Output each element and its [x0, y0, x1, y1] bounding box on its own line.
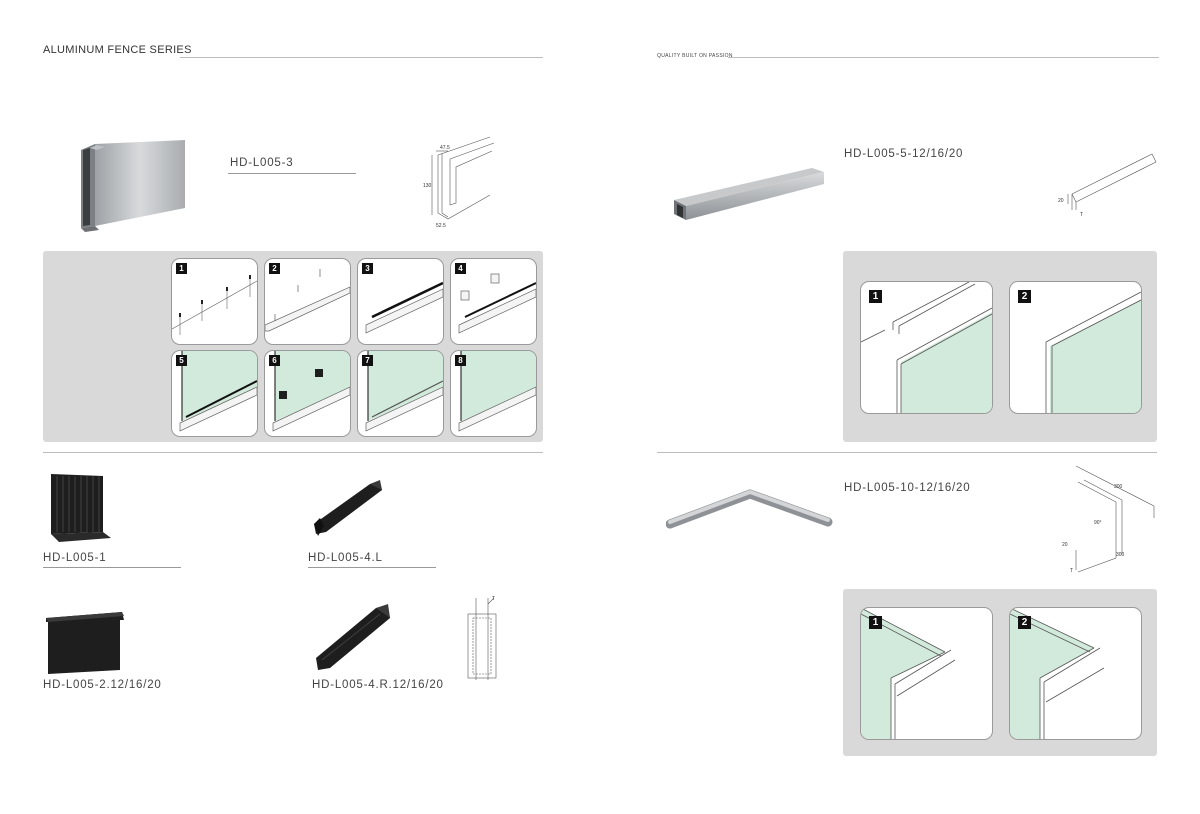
product-b-dim-h: 20: [1062, 542, 1068, 548]
cap-rail-image: [674, 168, 824, 220]
step-card-6: 6: [264, 350, 351, 437]
right-section-divider: [657, 452, 1157, 453]
step-number: 4: [455, 263, 466, 274]
step-card-5: 5: [171, 350, 258, 437]
part-image-hd-l005-1: [51, 474, 111, 542]
corner-rail-image: [666, 489, 833, 529]
product-b-dim-t: T: [1070, 568, 1073, 574]
product-a-step-card-1: 1: [860, 281, 993, 414]
part-underline: [43, 567, 181, 568]
cap-rail-drawing: 20 T: [1058, 153, 1157, 218]
channel-technical-drawing: 47.5 130 52.5: [423, 136, 495, 229]
main-model-label: HD-L005-3: [230, 157, 294, 169]
step-number: 8: [455, 355, 466, 366]
step-card-1: 1: [171, 258, 258, 345]
step-number: 2: [1018, 290, 1031, 303]
step-number: 3: [362, 263, 373, 274]
main-model-underline: [228, 173, 356, 174]
step-number: 1: [176, 263, 187, 274]
step-card-2: 2: [264, 258, 351, 345]
dim-top-text: 47.5: [440, 145, 450, 151]
left-section-divider: [43, 452, 543, 453]
product-a-dim-t: T: [1080, 212, 1083, 218]
product-b-step-card-2: 2: [1009, 607, 1142, 740]
step-number: 6: [269, 355, 280, 366]
product-b-step-card-1: 1: [860, 607, 993, 740]
aluminum-channel-image: [81, 140, 185, 232]
step-card-3: 3: [357, 258, 444, 345]
right-page-header: QUALITY BUILT ON PASSION: [657, 53, 733, 59]
dim-bottom-text: 52.5: [436, 223, 446, 229]
dim-height-text: 130: [423, 183, 432, 189]
step-number: 1: [869, 290, 882, 303]
part-label: HD-L005-4.L: [308, 552, 383, 564]
product-b-model-label: HD-L005-10-12/16/20: [844, 482, 971, 494]
section-drawing: T: [467, 596, 497, 680]
part-image-hd-l005-4-r: [316, 604, 390, 670]
step-number: 2: [269, 263, 280, 274]
step-number: 2: [1018, 616, 1031, 629]
left-header-rule: [180, 57, 543, 58]
section-dim-text: T: [492, 596, 495, 602]
part-label: HD-L005-2.12/16/20: [43, 679, 162, 691]
product-b-dim-b: 300: [1116, 552, 1125, 558]
step-card-8: 8: [450, 350, 537, 437]
product-b-dim-angle: 90°: [1094, 520, 1102, 526]
step-card-7: 7: [357, 350, 444, 437]
part-label: HD-L005-4.R.12/16/20: [312, 679, 444, 691]
product-a-step-card-2: 2: [1009, 281, 1142, 414]
product-a-model-label: HD-L005-5-12/16/20: [844, 148, 964, 160]
step-number: 1: [869, 616, 882, 629]
step-number: 7: [362, 355, 373, 366]
product-b-dim-a: 300: [1114, 484, 1123, 490]
part-underline: [308, 567, 436, 568]
right-header-rule: [728, 57, 1159, 58]
part-image-hd-l005-2: [46, 612, 124, 674]
product-a-dim-h: 20: [1058, 198, 1064, 204]
part-label: HD-L005-1: [43, 552, 107, 564]
step-card-4: 4: [450, 258, 537, 345]
corner-rail-drawing: 300 300 90° 20 T: [1062, 465, 1155, 574]
part-image-hd-l005-4-l: [314, 480, 382, 536]
step-number: 5: [176, 355, 187, 366]
left-page-header: ALUMINUM FENCE SERIES: [43, 44, 192, 56]
